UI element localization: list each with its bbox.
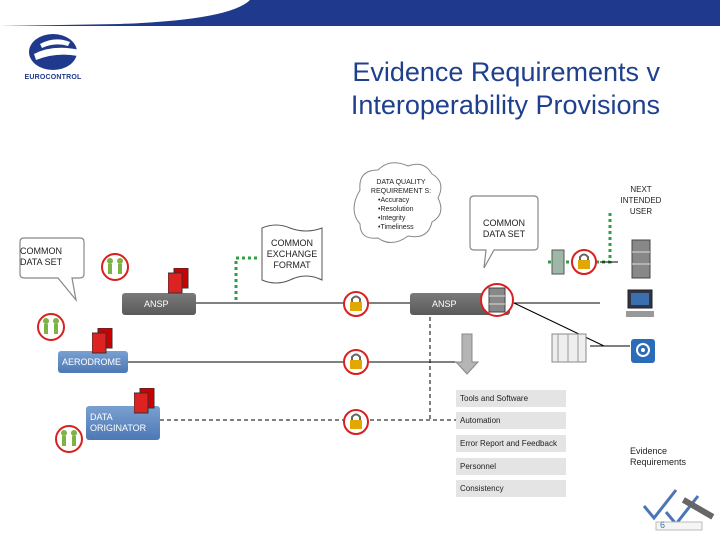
padlock-icon [343,409,369,435]
evidence-requirements-label: Evidence Requirements [630,446,687,467]
page-title: Evidence Requirements v Interoperability… [250,56,660,122]
data-quality-box: DATA QUALITY REQUIREMENT S: •Accuracy •R… [368,178,434,232]
tool-item: Consistency [456,480,566,497]
people-icon [37,313,65,341]
tool-item: Automation [456,412,566,429]
common-exchange-format: COMMON EXCHANGE FORMAT [266,238,318,270]
tool-item: Tools and Software [456,390,566,407]
database-icon [631,239,651,279]
documents-icon [92,328,113,354]
title-line-2: Interoperability Provisions [350,90,660,120]
headset-icon [631,339,655,363]
common-data-set-right: COMMON DATA SET [482,218,526,239]
dq-item: •Accuracy [378,197,410,204]
common-data-set-left: COMMON DATA SET [20,246,63,267]
book-icon [551,249,565,275]
dq-item: •Integrity [378,215,406,222]
checkmark-icon [642,489,715,531]
ansp-left-bar: ANSP [122,293,196,315]
dq-item: •Resolution [378,206,414,213]
database-icon [480,283,514,317]
eurocontrol-logo [29,34,80,70]
next-intended-user: NEXT INTENDED USER [620,185,662,216]
title-line-1: Evidence Requirements v [352,57,660,87]
server-icon [551,333,587,363]
tool-item: Error Report and Feedback [456,435,566,452]
padlock-icon [343,349,369,375]
top-banner-wave [0,0,250,26]
page-number: 6 [660,520,666,530]
dq-item: •Timeliness [378,224,414,231]
aerodrome-bar: AERODROME [58,351,128,373]
computer-icon [626,289,654,317]
padlock-icon [571,249,597,275]
people-icon [55,425,83,453]
data-quality-heading: DATA QUALITY REQUIREMENT S: [370,179,432,195]
tool-item: Personnel [456,458,566,475]
documents-icon [134,388,155,414]
people-icon [101,253,129,281]
padlock-icon [343,291,369,317]
logo-label: EUROCONTROL [24,74,82,81]
documents-icon [168,268,189,294]
